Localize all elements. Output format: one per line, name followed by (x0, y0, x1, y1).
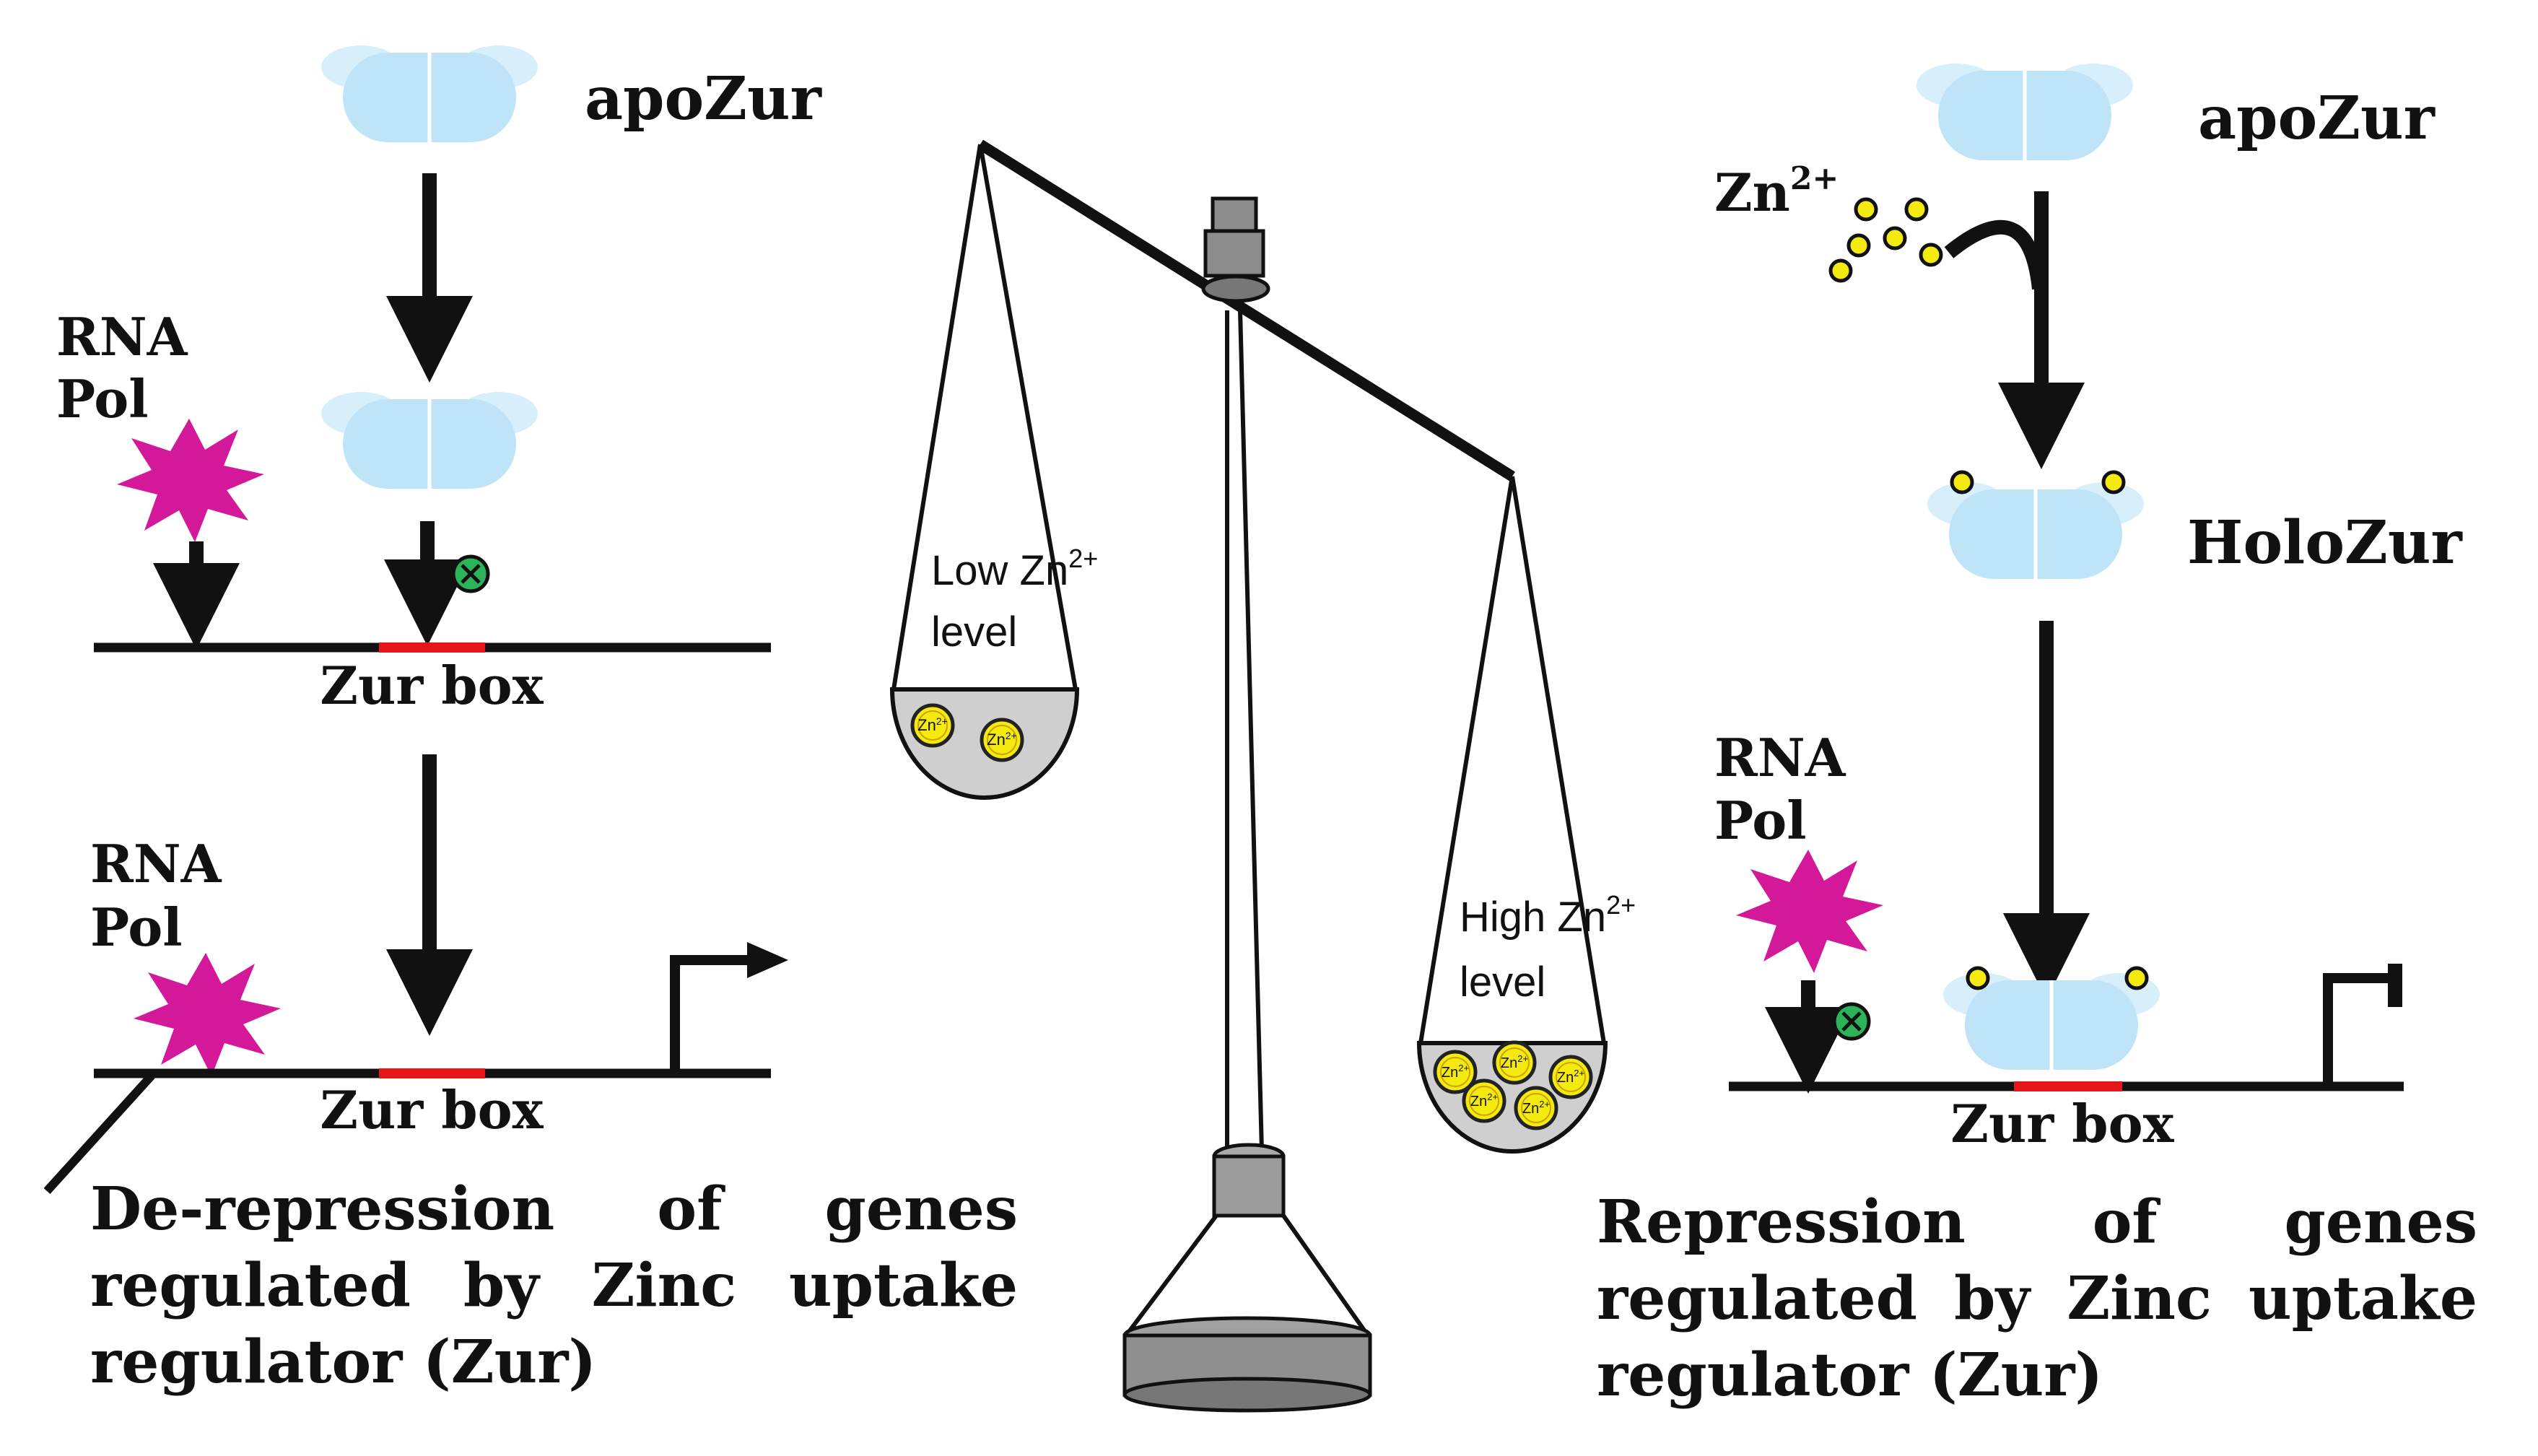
zinc-binding-arrow (1944, 219, 2046, 290)
zinc-ion-icon (1849, 235, 1869, 256)
right-description: Repression of genes regulated by Zinc up… (1597, 1187, 2477, 1410)
svg-text:High Zn2+: High Zn2+ (1460, 890, 1636, 941)
zinc-ion-icon (1906, 199, 1927, 219)
left-pan-label: Low Zn (931, 547, 1068, 594)
rna-pol-label-line1: RNA (90, 833, 222, 894)
apozur-label: apoZur (2198, 84, 2436, 153)
apozur-label: apoZur (585, 64, 823, 134)
apozur-protein-icon (321, 45, 538, 142)
rna-polymerase-icon (117, 419, 264, 542)
promoter-arrowhead (747, 942, 788, 978)
transcript-line (43, 1072, 155, 1195)
right-pan-label: High Zn (1460, 894, 1606, 941)
svg-text:Zn2+: Zn2+ (1442, 1063, 1469, 1081)
svg-text:Zn2+: Zn2+ (1522, 1099, 1550, 1117)
apozur-protein-icon (321, 392, 538, 489)
zinc-label: Zn2+ (1714, 160, 1839, 223)
rna-pol-label-line2: Pol (56, 368, 149, 430)
zur-box-label: Zur box (320, 1079, 544, 1141)
svg-text:Low Zn2+: Low Zn2+ (931, 544, 1098, 594)
svg-text:Zn2+: Zn2+ (1470, 1091, 1498, 1110)
zur-box-label: Zur box (1950, 1093, 2174, 1154)
rna-polymerase-icon (1736, 850, 1883, 973)
holozur-protein-icon (1943, 968, 2160, 1070)
balance-scale-icon: Low Zn2+ level Zn2+ Zn2+ High Zn2+ level… (889, 139, 1636, 1413)
zinc-ion-icon: Zn2+ (1516, 1088, 1556, 1128)
blocked-icon (453, 557, 488, 591)
zinc-ion-icon: Zn2+ (1464, 1081, 1504, 1121)
zinc-ion-icon: Zn2+ (912, 705, 953, 746)
rna-pol-label-line2: Pol (1714, 790, 1807, 851)
svg-text:Zn2+: Zn2+ (917, 715, 948, 734)
rna-pol-label-line1: RNA (1714, 727, 1846, 788)
svg-text:Zn2+: Zn2+ (987, 730, 1017, 749)
zinc-ion-icon: Zn2+ (982, 720, 1022, 760)
svg-text:Zn2+: Zn2+ (1557, 1068, 1584, 1086)
blocked-icon (1834, 1004, 1869, 1039)
zinc-ion-icon: Zn2+ (1551, 1057, 1591, 1097)
zinc-ion-icon: Zn2+ (1494, 1042, 1535, 1083)
holozur-protein-icon (1927, 472, 2144, 579)
zinc-ion-icon (1856, 199, 1876, 219)
zur-box-label: Zur box (320, 655, 544, 716)
zinc-ion-icon (1921, 245, 1941, 265)
left-pan-label-line2: level (931, 609, 1017, 655)
rna-pol-label-line2: Pol (90, 897, 183, 958)
holozur-label: HoloZur (2187, 508, 2463, 577)
svg-text:Zn2+: Zn2+ (1501, 1053, 1528, 1071)
left-description: De-repression of genes regulated by Zinc… (90, 1174, 1018, 1397)
rna-polymerase-icon (134, 953, 281, 1076)
promoter-arrow-icon (2323, 973, 2400, 1086)
zinc-ion-icon (1831, 261, 1851, 281)
right-pan-superscript: 2+ (1606, 890, 1636, 920)
zinc-ion-icon: Zn2+ (1435, 1052, 1475, 1092)
left-pan-superscript: 2+ (1068, 544, 1098, 573)
zinc-ion-icon (1885, 228, 1905, 248)
right-pan-label-line2: level (1460, 959, 1545, 1006)
apozur-protein-icon (1916, 64, 2133, 160)
rna-pol-label-line1: RNA (56, 306, 188, 367)
right-panel: apoZur Zn2+ HoloZur RNA Pol (1714, 64, 2463, 1154)
left-panel: apoZur RNA Pol Zur box RNA Pol Zur box (43, 45, 823, 1195)
promoter-arrow-icon (670, 955, 751, 1073)
